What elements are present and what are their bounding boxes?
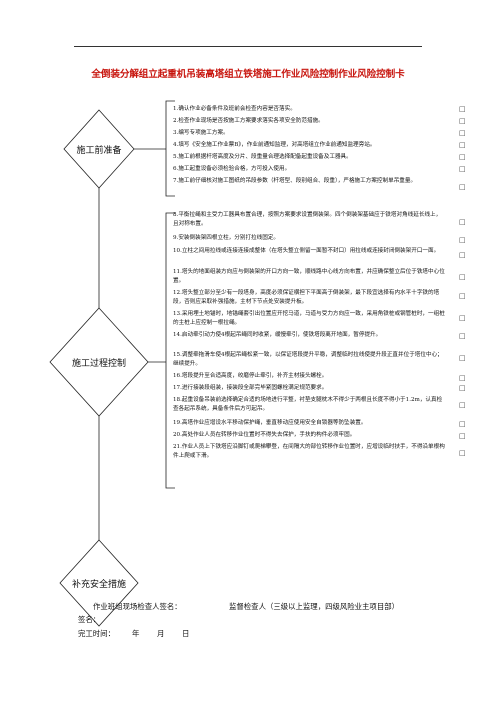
node-before-label: 施工前准备 xyxy=(76,146,122,156)
footer-month: 月 xyxy=(157,629,165,638)
checkbox[interactable]: □ xyxy=(459,273,466,281)
checklist-item: 20.高处作业人员在转移作业位置时不得失去保护，手扶的构件必须牢固。 xyxy=(173,432,356,438)
checklist-item: 6.施工起重设备必须检验合格，方可投入使用。 xyxy=(173,166,291,172)
checkbox[interactable]: □ xyxy=(459,236,466,244)
checklist-item: 3.编写专项施工方案。 xyxy=(173,130,229,136)
checklist-item: 5.施工前根据杆塔高度及分片、段重量合理选择配备起重设备及工器具。 xyxy=(173,154,352,160)
checklist-item: 16.塔段提升至合适高度，绞磨停止牵引，补齐主材接头螺栓。 xyxy=(173,373,328,379)
checklist-item: 10.立柱之间用拉线或连接连接成整体（在塔头整立侧留一面暂不封口）用拉线或连接封… xyxy=(173,248,440,254)
footer-finish-time-label: 完工时间： xyxy=(78,629,115,638)
checkbox[interactable]: □ xyxy=(459,432,466,440)
checklist-item: 14.启动牵引动力使4根起吊绳同时收紧，缓慢牵引，使铁塔段离开地面，暂停提升。 xyxy=(173,332,382,338)
checkbox[interactable]: □ xyxy=(459,374,466,382)
footer-year: 年 xyxy=(132,629,140,638)
checkbox[interactable]: □ xyxy=(459,105,466,113)
footer-signers-label: 作业班组现场检查人签名： xyxy=(93,602,182,611)
checklist-item: 4.填写《安全施工作业票B》，作业前通知监理，对高塔组立作业前通知监理旁站。 xyxy=(173,142,376,148)
footer-sign-label: 签名： xyxy=(78,615,101,624)
checkbox[interactable]: □ xyxy=(459,354,466,362)
checkbox[interactable]: □ xyxy=(459,314,466,322)
diamond-during xyxy=(49,307,149,417)
checkbox[interactable]: □ xyxy=(459,218,466,226)
checklist-item: 19.高塔作业应增设水平移动保护绳，垂直移动应使用安全自锁器等防坠装置。 xyxy=(173,420,367,426)
node-during-label: 施工过程控制 xyxy=(71,359,126,369)
checkbox[interactable]: □ xyxy=(459,384,466,392)
checklist-item: 1.确认作业必备条件及班前会检查内容是否落实。 xyxy=(173,106,296,112)
checkbox[interactable]: □ xyxy=(459,165,466,173)
checkbox[interactable]: □ xyxy=(459,251,466,259)
checkbox[interactable]: □ xyxy=(459,449,466,457)
top-rule xyxy=(74,46,422,47)
footer-supervisor-label: 监督检查人（三级以上监理，四级风险业主项目部） xyxy=(229,602,399,611)
bracket-before xyxy=(165,100,175,197)
checkbox[interactable]: □ xyxy=(459,420,466,428)
checklist-item: 2.检查作业现场是否按施工方案要求落实各项安全防范措施。 xyxy=(173,118,324,124)
checkbox[interactable]: □ xyxy=(459,292,466,300)
footer-day: 日 xyxy=(182,629,190,638)
checklist-item: 12.塔头整立部分至少有一段塔身，高度必须保证横担下平面高于倒装架，最下段宜选择… xyxy=(173,290,440,306)
checklist-item: 11.塔头的地面组装方向应与倒装架的开口方向一致，顺线路中心线方向布置，并应确保… xyxy=(173,269,445,285)
checkbox[interactable]: □ xyxy=(459,129,466,137)
checklist-item: 7.施工前仔细核对施工图纸的吊段参数（杆塔型、段别组合、段重），严格施工方案控制… xyxy=(173,178,417,184)
checklist-item: 21.作业人员上下铁塔应沿脚钉或爬梯攀登，在间隔大的部位转移作业位置时，应增设临… xyxy=(173,444,445,460)
checklist-item: 15.调整牵拖滑车使4根起吊绳松紧一致，以保证塔段提升平稳，调整临时拉线使提升段… xyxy=(173,352,443,368)
bracket-during xyxy=(165,212,175,489)
checkbox[interactable]: □ xyxy=(459,332,466,340)
checkbox[interactable]: □ xyxy=(459,117,466,125)
checkbox[interactable]: □ xyxy=(459,153,466,161)
diamond-extra xyxy=(59,539,139,627)
checkbox[interactable]: □ xyxy=(459,401,466,409)
checkbox[interactable]: □ xyxy=(459,183,466,191)
checkbox[interactable]: □ xyxy=(459,141,466,149)
checklist-item: 9.安装倒装架四根立柱，分别打拉线固定。 xyxy=(173,235,280,241)
page-title: 全倒装分解组立起重机吊装高塔组立铁塔施工作业风险控制作业风险控制卡 xyxy=(91,69,405,80)
checklist-item: 13.采用埋土地锚时，地锚绳套引出位置应开挖马道，马道与受力方向应一致，采用角铁… xyxy=(173,311,445,327)
node-extra-label: 补充安全措施 xyxy=(71,580,126,590)
checklist-item: 18.起重设备吊装前选择确定合适的场地进行平整，衬垫支腿枕木不得少于两根且长度不… xyxy=(173,397,443,413)
checklist-item: 17.进行接装段组装，接装段全部完毕紧固螺栓满足规范要求。 xyxy=(173,385,328,391)
checklist-item: 8.平衡拉绳和主受力工器具布置合理，按照方案要求设置倒装架。四个倒装架基础应于铁… xyxy=(173,212,442,228)
